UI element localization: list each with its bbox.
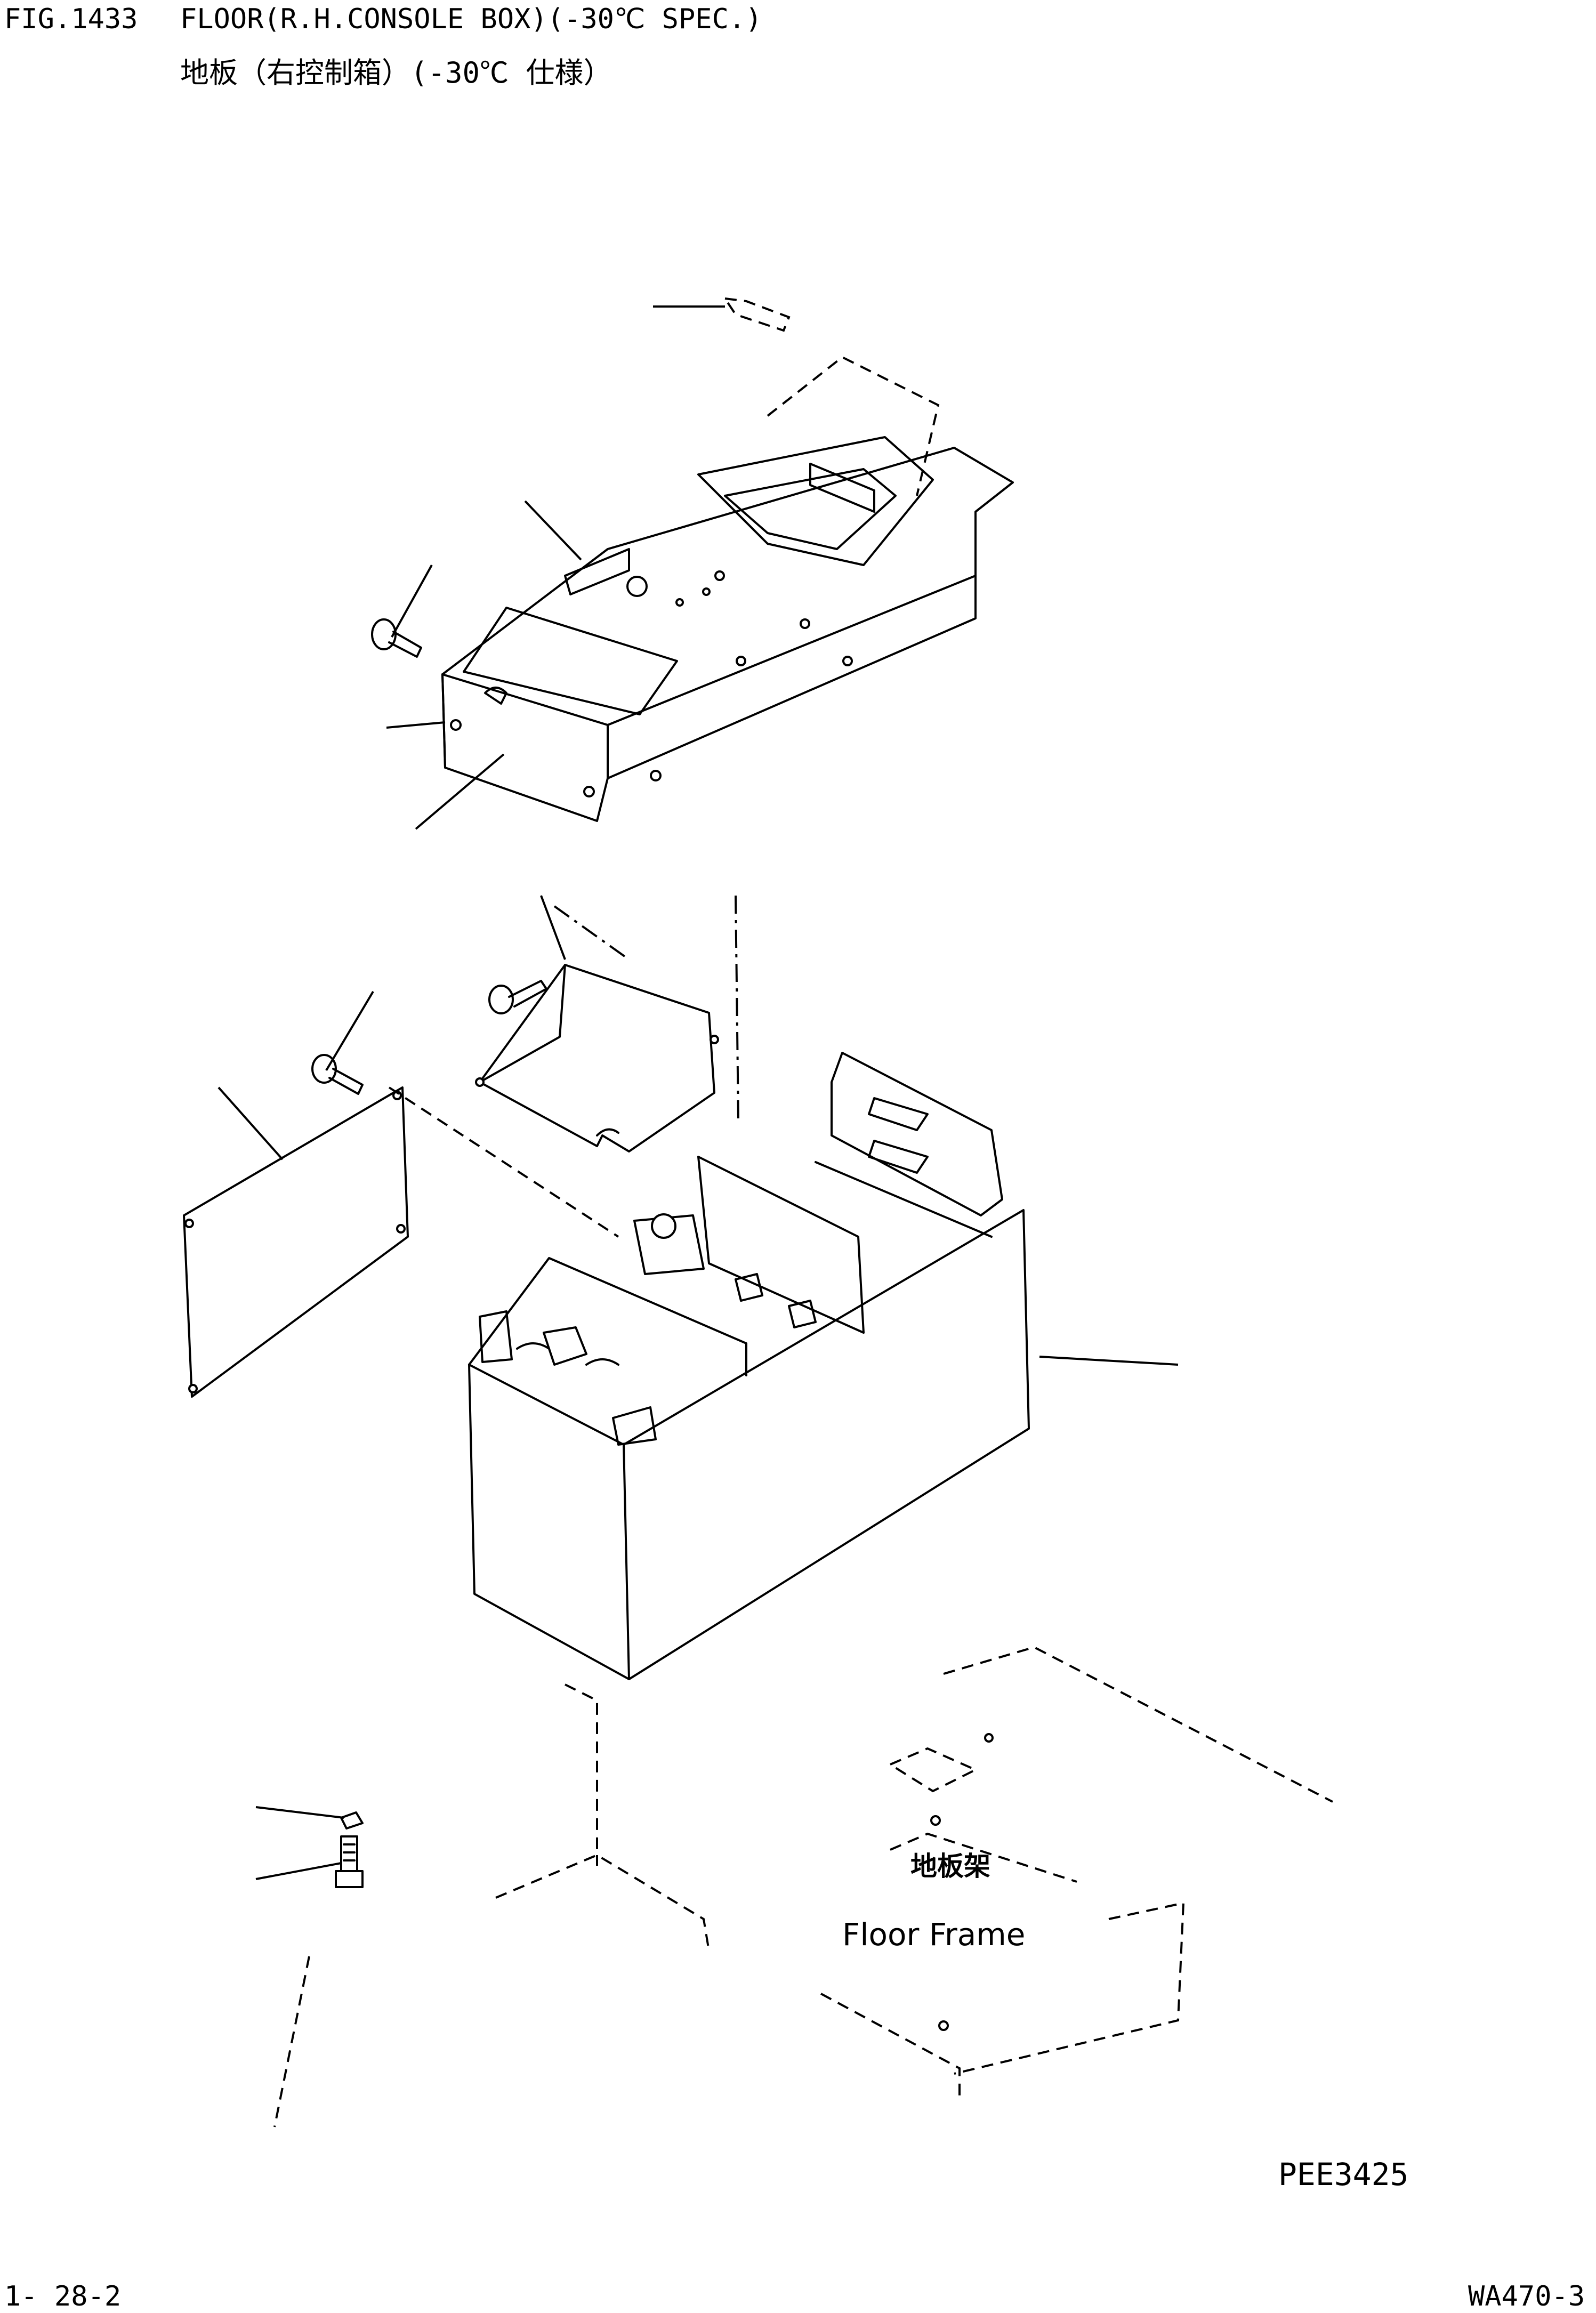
page-number: 1- 28-2 — [4, 2280, 122, 2312]
figure-title-chinese: 地板（右控制箱）(-30℃ 仕様） — [180, 56, 612, 90]
bolt-icon — [335, 1811, 364, 1888]
console-box — [468, 1052, 1030, 1680]
model-number: WA470-3 — [1468, 2280, 1585, 2312]
floor-frame — [273, 895, 1333, 2127]
bolt-icon — [488, 980, 547, 1014]
side-panel — [183, 1086, 409, 1398]
drawing-code: PEE3425 — [1278, 2156, 1409, 2193]
figure-title: FLOOR(R.H.CONSOLE BOX)(-30℃ SPEC.) — [180, 3, 762, 35]
bracket-plate — [475, 964, 719, 1153]
bolt-icon — [311, 1054, 364, 1095]
floor-frame-label-chinese: 地板架 — [910, 1851, 990, 1882]
bolt-icon — [371, 618, 422, 658]
figure-number: FIG.1433 — [4, 3, 138, 35]
leader-lines — [217, 305, 1179, 1880]
floor-frame-label: Floor Frame — [842, 1916, 1026, 1953]
console-top-cover — [441, 297, 1014, 822]
